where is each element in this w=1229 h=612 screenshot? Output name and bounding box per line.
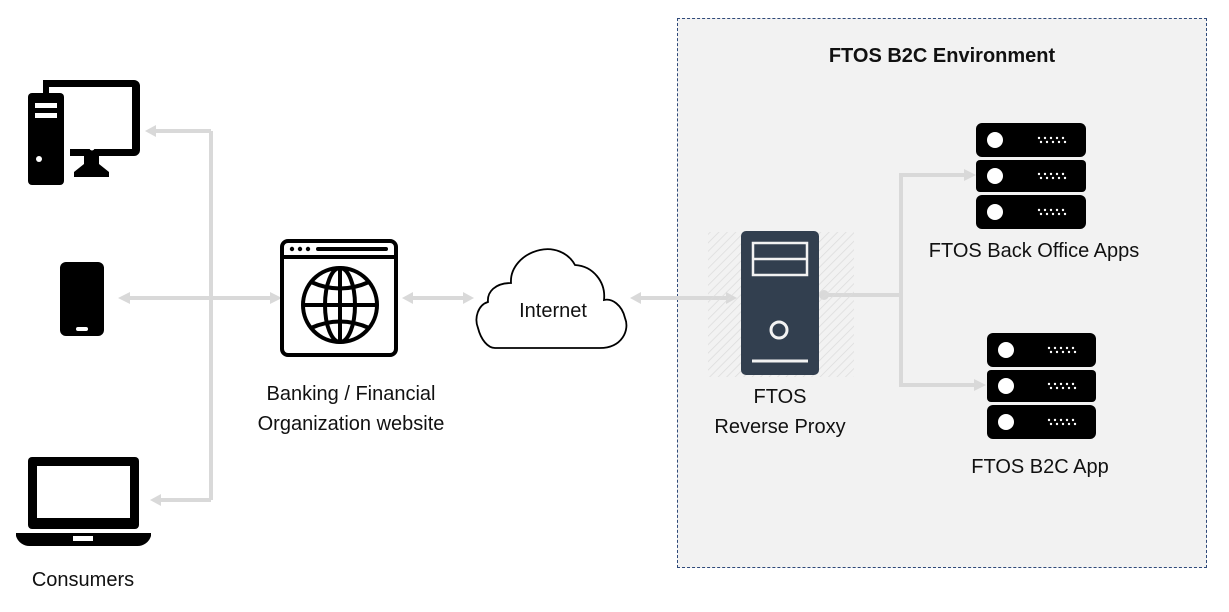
browser-globe-icon	[280, 239, 398, 357]
server-led-dot	[1067, 350, 1071, 354]
arrowhead-desktop	[145, 125, 156, 137]
cloud-icon	[475, 248, 628, 349]
server-led-dot	[1063, 212, 1067, 216]
server-led-dot	[1061, 136, 1065, 140]
arrowhead-website-in	[270, 292, 282, 304]
server-led-dot	[1053, 382, 1057, 386]
internet-label: Internet	[519, 300, 587, 322]
server-led-dot	[1055, 208, 1059, 212]
server-led-dot	[1071, 346, 1075, 350]
environment-title: FTOS B2C Environment	[828, 45, 1056, 67]
server-led-dot	[1061, 422, 1065, 426]
server-led-dot	[1055, 422, 1059, 426]
server-rack-icon-b2c	[987, 333, 1096, 439]
server-led-dot	[1039, 212, 1043, 216]
server-led-dot	[1047, 346, 1051, 350]
website-label-line1: Banking / Financial	[266, 383, 436, 405]
arrowhead-internet-in	[463, 292, 474, 304]
arrowhead-internet-out	[630, 292, 641, 304]
server-led-dot	[1057, 140, 1061, 144]
server-led-dot	[1047, 382, 1051, 386]
server-led-dot	[1049, 350, 1053, 354]
server-led-dot	[1071, 382, 1075, 386]
server-led-dot	[1053, 418, 1057, 422]
server-led-dot	[1059, 382, 1063, 386]
server-led-dot	[1037, 208, 1041, 212]
server-led-dot	[1051, 212, 1055, 216]
smartphone-icon	[60, 262, 104, 336]
server-led-dot	[1049, 136, 1053, 140]
website-label-line2: Organization website	[257, 413, 445, 435]
website-label: Banking / Financial Organization website	[236, 379, 466, 439]
server-led-dot	[1073, 422, 1077, 426]
server-led-dot	[1061, 386, 1065, 390]
server-led-dot	[1049, 172, 1053, 176]
server-led-dot	[1047, 418, 1051, 422]
reverse-proxy-label-line1: FTOS	[753, 386, 807, 408]
server-led-dot	[1063, 140, 1067, 144]
server-led-dot	[1057, 212, 1061, 216]
server-led-dot	[1043, 136, 1047, 140]
reverse-proxy-label: FTOS Reverse Proxy	[700, 382, 860, 442]
server-led-dot	[1061, 172, 1065, 176]
server-led-dot	[1073, 350, 1077, 354]
server-led-dot	[1065, 418, 1069, 422]
server-led-dot	[1063, 176, 1067, 180]
arrowhead-website-out	[402, 292, 413, 304]
server-led-dot	[1055, 386, 1059, 390]
laptop-icon	[16, 457, 151, 547]
server-led-dot	[1057, 176, 1061, 180]
server-led-dot	[1039, 176, 1043, 180]
server-led-dot	[1061, 350, 1065, 354]
server-led-dot	[1037, 172, 1041, 176]
server-led-dot	[1049, 422, 1053, 426]
server-led-dot	[1059, 418, 1063, 422]
arrowhead-backoffice	[964, 169, 976, 181]
consumers-label: Consumers	[31, 569, 135, 591]
server-led-dot	[1067, 386, 1071, 390]
server-led-dot	[1073, 386, 1077, 390]
server-led-dot	[1059, 346, 1063, 350]
server-led-dot	[1071, 418, 1075, 422]
server-led-dot	[1049, 386, 1053, 390]
server-led-dot	[1053, 346, 1057, 350]
reverse-proxy-label-line2: Reverse Proxy	[714, 416, 846, 438]
arrowhead-phone	[118, 292, 130, 304]
server-led-dot	[1055, 136, 1059, 140]
server-led-dot	[1055, 172, 1059, 176]
b2c-app-label: FTOS B2C App	[971, 456, 1109, 478]
server-led-dot	[1037, 136, 1041, 140]
server-led-dot	[1045, 176, 1049, 180]
server-led-dot	[1043, 208, 1047, 212]
server-led-dot	[1055, 350, 1059, 354]
server-led-dot	[1045, 212, 1049, 216]
server-led-dot	[1039, 140, 1043, 144]
server-led-dot	[1051, 140, 1055, 144]
back-office-label: FTOS Back Office Apps	[928, 240, 1140, 262]
arrowhead-b2c	[974, 379, 986, 391]
server-led-dot	[1065, 382, 1069, 386]
connector-proxy-b2c	[899, 295, 976, 387]
server-tower-icon	[708, 231, 854, 377]
server-led-dot	[1065, 346, 1069, 350]
server-led-dot	[1067, 422, 1071, 426]
server-led-dot	[1043, 172, 1047, 176]
connectors	[128, 129, 976, 502]
server-led-dot	[1045, 140, 1049, 144]
server-led-dot	[1061, 208, 1065, 212]
connector-proxy-branch	[825, 173, 966, 297]
server-led-dot	[1051, 176, 1055, 180]
server-rack-icon-back-office	[976, 123, 1086, 229]
desktop-computer-icon	[28, 80, 140, 185]
arrowhead-laptop	[150, 494, 161, 506]
server-led-dot	[1049, 208, 1053, 212]
